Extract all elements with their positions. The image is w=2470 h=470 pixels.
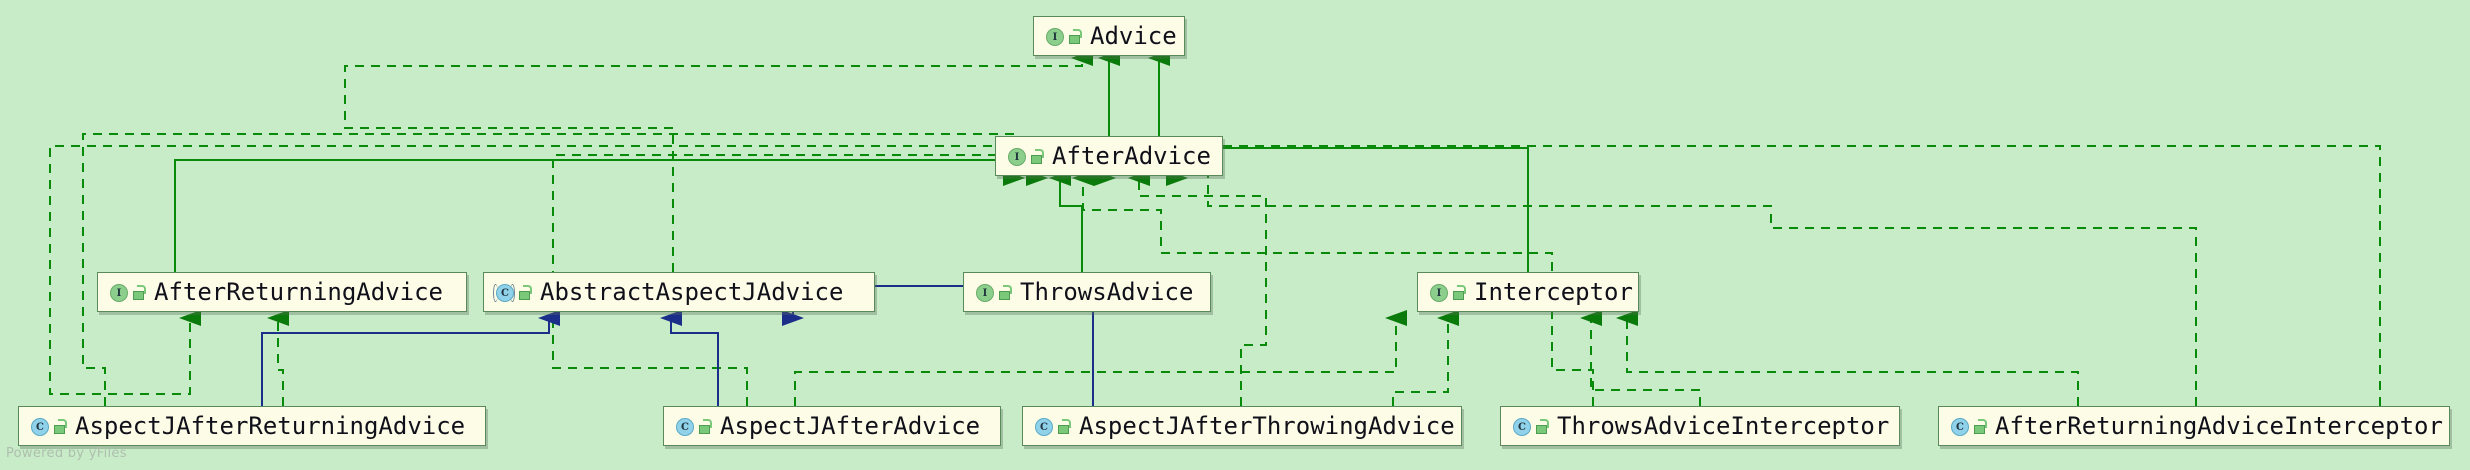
node-label: AspectJAfterAdvice [720,412,981,440]
interface-type-icon: I [1006,146,1026,166]
interface-type-icon: I [1044,26,1064,46]
edge-aspectJAfterAdvice-to-interceptor [794,310,1407,406]
edge-aspectJAfterReturningAdvice-to-abstractAspectJAdvice [261,310,560,406]
class-type-icon: C [674,416,694,436]
public-visibility-lock-icon [1972,418,1987,434]
edge-throwsAdviceInterceptor-to-interceptor [1580,310,1701,406]
node-abstractAspectJAdvice[interactable]: C AbstractAspectJAdvice [483,272,875,312]
node-label: Interceptor [1474,278,1633,306]
node-label: AspectJAfterThrowingAdvice [1079,412,1455,440]
public-visibility-lock-icon [1451,284,1466,300]
yfiles-watermark: Powered by yFiles [6,446,127,461]
node-label: ThrowsAdviceInterceptor [1557,412,1890,440]
public-visibility-lock-icon [1029,148,1044,164]
interface-type-icon: I [974,282,994,302]
node-afterReturningAdvice[interactable]: I AfterReturningAdvice [97,272,467,312]
class-type-icon: C [1033,416,1053,436]
edge-aspectJAfterAdvice-to-abstractAspectJAdvice [660,310,719,406]
public-visibility-lock-icon [517,284,532,300]
edge-throwsAdvice-to-afterAdvice [1049,170,1083,272]
node-label: AfterReturningAdviceInterceptor [1995,412,2443,440]
node-interceptor[interactable]: I Interceptor [1417,272,1639,312]
public-visibility-lock-icon [131,284,146,300]
node-advice[interactable]: I Advice [1033,16,1185,56]
public-visibility-lock-icon [997,284,1012,300]
public-visibility-lock-icon [1067,28,1082,44]
node-afterReturningAdviceInterceptor[interactable]: C AfterReturningAdviceInterceptor [1938,406,2450,446]
public-visibility-lock-icon [1534,418,1549,434]
node-label: Advice [1090,22,1177,50]
interface-type-icon: I [108,282,128,302]
edge-aspectJAfterThrowingAdvice-to-interceptor [1392,310,1459,406]
edge-group-interface-extends [174,50,1529,272]
class-type-icon: C [1511,416,1531,436]
public-visibility-lock-icon [1056,418,1071,434]
public-visibility-lock-icon [697,418,712,434]
node-label: AfterAdvice [1052,142,1211,170]
edge-aspectJAfterReturningAdvice-to-afterReturningAdvice [267,310,289,406]
edge-aspectJAfterReturningAdvice-to-afterAdvice [82,133,1025,406]
node-label: AspectJAfterReturningAdvice [75,412,466,440]
node-aspectJAfterAdvice[interactable]: C AspectJAfterAdvice [663,406,1001,446]
class-type-icon: C [1949,416,1969,436]
edge-afterReturningAdviceInterceptor-to-afterAdvice [1166,147,2197,406]
node-throwsAdviceInterceptor[interactable]: C ThrowsAdviceInterceptor [1500,406,1900,446]
public-visibility-lock-icon [52,418,67,434]
node-label: AbstractAspectJAdvice [540,278,844,306]
node-aspectJAfterReturningAdvice[interactable]: C AspectJAfterReturningAdvice [18,406,486,446]
class-type-icon: C [29,416,49,436]
node-throwsAdvice[interactable]: I ThrowsAdvice [963,272,1211,312]
edge-abstractAspectJAdvice-to-advice [344,50,1093,272]
edge-group-implements [49,50,2381,406]
edge-afterReturningAdviceInterceptor-to-interceptor [1616,310,2079,406]
node-afterAdvice[interactable]: I AfterAdvice [995,136,1223,176]
node-label: ThrowsAdvice [1020,278,1194,306]
node-label: AfterReturningAdvice [154,278,443,306]
abstract-class-type-icon: C [493,282,515,302]
edge-afterReturningAdvice-to-afterAdvice [174,159,1048,272]
interface-type-icon: I [1428,282,1448,302]
node-aspectJAfterThrowingAdvice[interactable]: C AspectJAfterThrowingAdvice [1022,406,1462,446]
